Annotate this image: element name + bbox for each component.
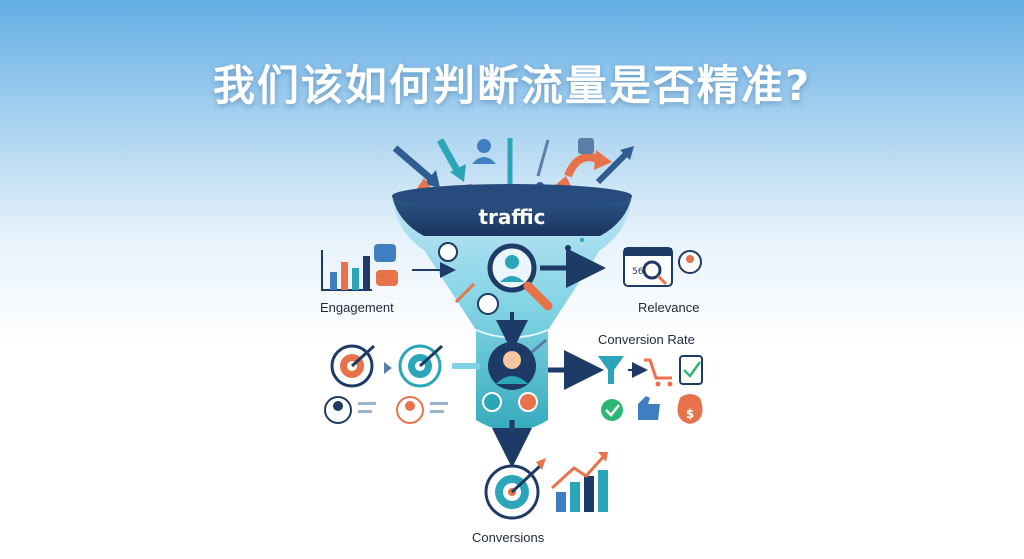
incoming-arrow-1-head: [424, 170, 440, 188]
incoming-arrow-6: [595, 149, 631, 185]
check-badge-icon: [482, 392, 502, 412]
rank-badge-text: 56: [632, 267, 644, 277]
conversion-rate-icons: [548, 350, 703, 424]
incoming-arrow-2: [436, 138, 462, 174]
user-icon-body: [472, 157, 496, 164]
cart-icon: [644, 358, 672, 380]
engagement-icons: [321, 244, 456, 291]
relevance-icons: [540, 247, 702, 288]
funnel-opening: [392, 184, 632, 208]
label-engagement: Engagement: [320, 300, 394, 315]
mini-funnel-icon: [598, 356, 624, 384]
targeting-icons: [324, 344, 480, 424]
search-icon: [642, 260, 662, 280]
magnifier-icon: [487, 243, 553, 311]
like-bubble-icon: [374, 244, 396, 262]
square-icon: [578, 138, 594, 154]
checklist-icon: [679, 355, 703, 385]
money-bag-icon: [677, 394, 703, 424]
user-icon-head: [477, 139, 491, 153]
user-badge-icon-2: [477, 293, 499, 315]
label-relevance: Relevance: [638, 300, 700, 315]
step-arrow-icon: [384, 362, 392, 374]
incoming-arrow-5-head: [594, 150, 612, 170]
incoming-arrow-6-head: [620, 146, 634, 160]
thumbs-up-icon: [638, 396, 660, 420]
incoming-arrow-1: [392, 145, 433, 181]
mini-arrow-icon: [454, 282, 476, 304]
page-title: 我们该如何判断流量是否精准?: [212, 61, 812, 110]
user-badge-icon: [438, 242, 458, 262]
incoming-arrow-4: [536, 139, 550, 177]
customer-avatar-icon: [488, 338, 547, 390]
growth-chart-icon: [550, 452, 608, 512]
money-bag-dollar: $: [686, 407, 694, 421]
label-conversions: Conversions: [472, 530, 545, 545]
star-badge-icon: [518, 392, 538, 412]
comment-bubble-icon: [376, 270, 398, 286]
funnel-label-traffic: traffic: [478, 205, 546, 229]
label-conversion-rate: Conversion Rate: [598, 332, 695, 347]
conversions-icons: [484, 452, 608, 520]
incoming-arrow-2-head: [450, 164, 466, 182]
check-circle-icon: [601, 399, 623, 421]
